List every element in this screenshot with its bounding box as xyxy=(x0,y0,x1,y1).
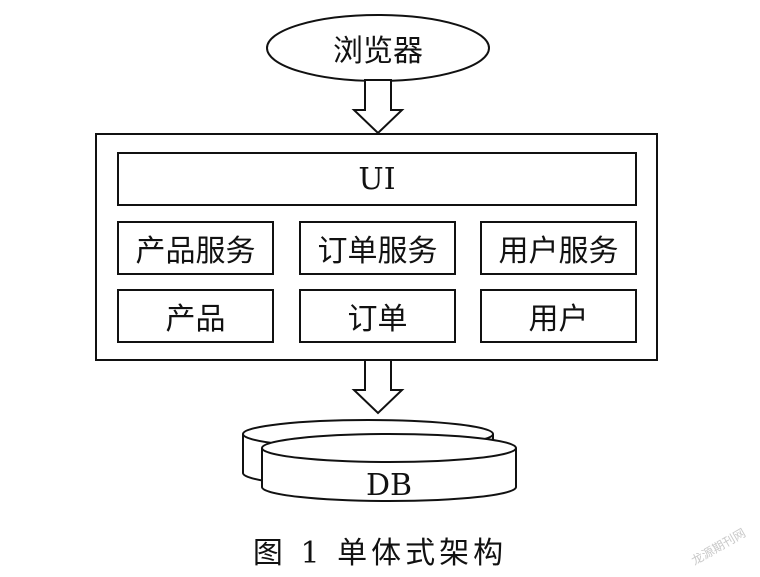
user-data-box xyxy=(480,289,637,343)
db-label: DB xyxy=(365,467,413,503)
user-service-box xyxy=(480,221,637,275)
ui-layer-box xyxy=(117,152,637,206)
user-service-label: 用户服务 xyxy=(498,234,619,269)
product-data-label: 产品 xyxy=(165,302,226,337)
order-service-label: 订单服务 xyxy=(317,234,438,269)
db-cylinder-front xyxy=(261,433,517,502)
arrow-app-to-db xyxy=(351,359,405,415)
ui-label: UI xyxy=(358,161,396,197)
product-data-box xyxy=(117,289,274,343)
order-data-label: 订单 xyxy=(347,302,408,337)
product-service-label: 产品服务 xyxy=(135,234,256,269)
user-data-label: 用户 xyxy=(528,302,589,337)
order-service-box xyxy=(299,221,456,275)
browser-label: 浏览器 xyxy=(333,34,423,69)
product-service-box xyxy=(117,221,274,275)
order-data-box xyxy=(299,289,456,343)
arrow-browser-to-app xyxy=(351,79,405,135)
figure-caption: 图 1 单体式架构 xyxy=(252,536,508,571)
